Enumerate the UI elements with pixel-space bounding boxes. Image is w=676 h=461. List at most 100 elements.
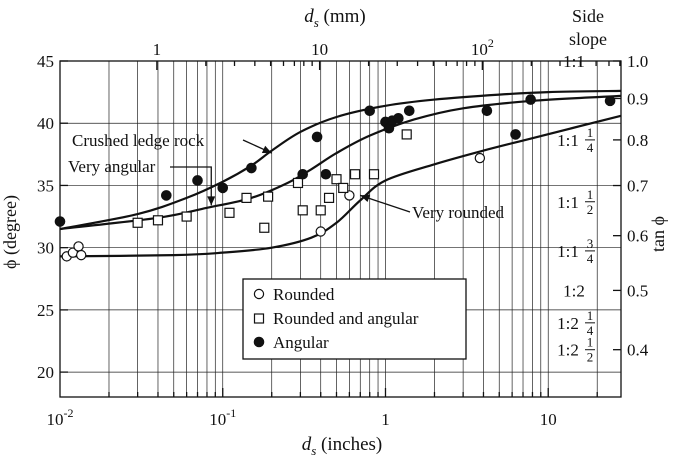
data-point-rounded-and-angular xyxy=(224,207,235,218)
right-axis-tick-label: 0.4 xyxy=(627,341,649,360)
side-slope-label: 1:1 xyxy=(557,193,579,212)
annotation-crushed-ledge-rock-arrowhead xyxy=(261,145,272,154)
bottom-axis-tick-label: 10 xyxy=(540,410,557,429)
top-axis-title: ds (mm) xyxy=(304,6,366,30)
left-axis-tick-label: 45 xyxy=(37,52,54,71)
legend-label-rounded-and-angular: Rounded and angular xyxy=(273,309,419,328)
plot-frame xyxy=(59,60,622,398)
data-point-rounded xyxy=(76,249,87,261)
side-slope-fraction-numerator: 1 xyxy=(587,125,594,140)
curve-very-angular xyxy=(59,94,622,231)
left-axis-title: ϕ (degree) xyxy=(0,195,21,269)
bottom-axis-title: ds (inches) xyxy=(302,434,383,458)
data-point-rounded-and-angular xyxy=(132,217,143,228)
legend-box xyxy=(242,278,467,360)
bottom-axis-tick-label: 1 xyxy=(381,410,390,429)
bottom-axis-tick-label: 10-1 xyxy=(209,406,236,429)
data-point-rounded xyxy=(73,241,84,252)
legend-marker-rounded xyxy=(253,288,265,300)
annotation-crushed-ledge-rock: Crushed ledge rock xyxy=(72,131,272,154)
right-axis-tick-label: 0.5 xyxy=(627,281,648,300)
data-point-angular xyxy=(393,112,404,124)
side-slope-fraction-denominator: 4 xyxy=(587,323,594,338)
right-axis-title: tan ϕ xyxy=(648,216,668,252)
data-point-angular xyxy=(403,105,415,117)
curve-layer xyxy=(59,89,622,258)
right-axis-tick-label: 0.9 xyxy=(627,89,648,108)
curve-crushed-ledge-rock xyxy=(59,89,622,231)
left-axis-tick-label: 35 xyxy=(37,176,54,195)
left-axis-tick-label: 20 xyxy=(37,363,54,382)
data-point-rounded-and-angular xyxy=(241,192,252,203)
data-point-rounded xyxy=(344,190,355,201)
bottom-axis-tick-label: 10-2 xyxy=(47,406,74,429)
data-point-angular xyxy=(246,162,257,174)
data-point-angular xyxy=(217,182,229,194)
legend-label-angular: Angular xyxy=(273,333,329,352)
data-point-rounded-and-angular xyxy=(401,129,412,140)
side-slope-title-line1: Side xyxy=(572,6,604,26)
data-point-rounded xyxy=(474,152,486,164)
annotation-crushed-ledge-rock-text: Crushed ledge rock xyxy=(72,131,205,150)
legend-marker-rounded-and-angular xyxy=(253,313,265,324)
annotation-very-angular-text: Very angular xyxy=(68,157,156,176)
data-point-angular xyxy=(364,105,376,117)
side-slope-label: 1:2 xyxy=(563,281,585,300)
side-slope-label: 1:2 xyxy=(557,314,579,333)
side-slope-label: 1:1 xyxy=(563,52,585,71)
data-point-rounded xyxy=(315,226,326,237)
top-axis-tick-label: 102 xyxy=(471,36,494,59)
data-point-angular xyxy=(320,168,332,180)
data-point-angular xyxy=(525,94,536,105)
top-axis-tick-label: 10 xyxy=(311,40,328,59)
side-slope-label: 1:1 xyxy=(557,131,579,150)
curve-very-rounded xyxy=(59,114,622,258)
side-slope-fraction-denominator: 4 xyxy=(587,140,594,155)
side-slope-fraction-numerator: 1 xyxy=(587,308,594,323)
data-point-rounded-and-angular xyxy=(323,192,335,203)
legend-marker-angular xyxy=(253,336,265,348)
top-axis-tick-label: 1 xyxy=(153,40,162,59)
side-slope-fraction-denominator: 4 xyxy=(587,251,594,266)
data-point-angular xyxy=(161,190,172,201)
side-slope-fraction-numerator: 1 xyxy=(587,187,594,202)
data-point-rounded-and-angular xyxy=(331,174,342,185)
data-point-angular xyxy=(481,105,493,117)
left-axis-tick-label: 30 xyxy=(37,239,54,258)
data-point-angular xyxy=(311,131,323,143)
annotation-very-angular: Very angular xyxy=(68,157,216,206)
legend: Rounded Rounded and angular Angular xyxy=(242,278,467,360)
annotation-very-rounded-arrowhead xyxy=(360,194,371,203)
data-point-rounded-and-angular xyxy=(338,182,349,194)
right-axis-tick-label: 0.7 xyxy=(627,177,649,196)
side-slope-label: 1:2 xyxy=(557,341,579,360)
data-point-rounded-and-angular xyxy=(368,169,380,180)
annotation-very-rounded-text: Very rounded xyxy=(412,203,505,222)
annotation-very-angular-arrow xyxy=(170,166,212,206)
data-point-angular xyxy=(510,129,521,140)
data-point-angular xyxy=(192,175,203,186)
data-point-rounded-and-angular xyxy=(181,211,192,222)
data-point-rounded-and-angular xyxy=(152,215,164,226)
side-slope-fraction-numerator: 3 xyxy=(587,236,594,251)
marker-layer xyxy=(54,94,616,262)
data-point-rounded-and-angular xyxy=(349,169,361,180)
side-slope-label: 1:1 xyxy=(557,242,579,261)
left-axis-tick-label: 40 xyxy=(37,114,54,133)
side-slope-title-line2: slope xyxy=(569,29,607,49)
side-slope-fraction-denominator: 2 xyxy=(587,202,594,217)
legend-label-rounded: Rounded xyxy=(273,285,335,304)
side-slope-fraction-numerator: 1 xyxy=(587,335,594,350)
left-axis-tick-label: 25 xyxy=(37,301,54,320)
data-point-rounded-and-angular xyxy=(263,191,274,202)
side-slope-fraction-denominator: 2 xyxy=(587,350,594,365)
right-axis-tick-label: 0.8 xyxy=(627,131,648,150)
data-point-rounded-and-angular xyxy=(315,205,326,216)
annotation-very-rounded: Very rounded xyxy=(360,194,505,222)
data-point-rounded-and-angular xyxy=(259,222,270,233)
right-axis-tick-label: 1.0 xyxy=(627,52,648,71)
data-point-rounded-and-angular xyxy=(297,205,308,216)
